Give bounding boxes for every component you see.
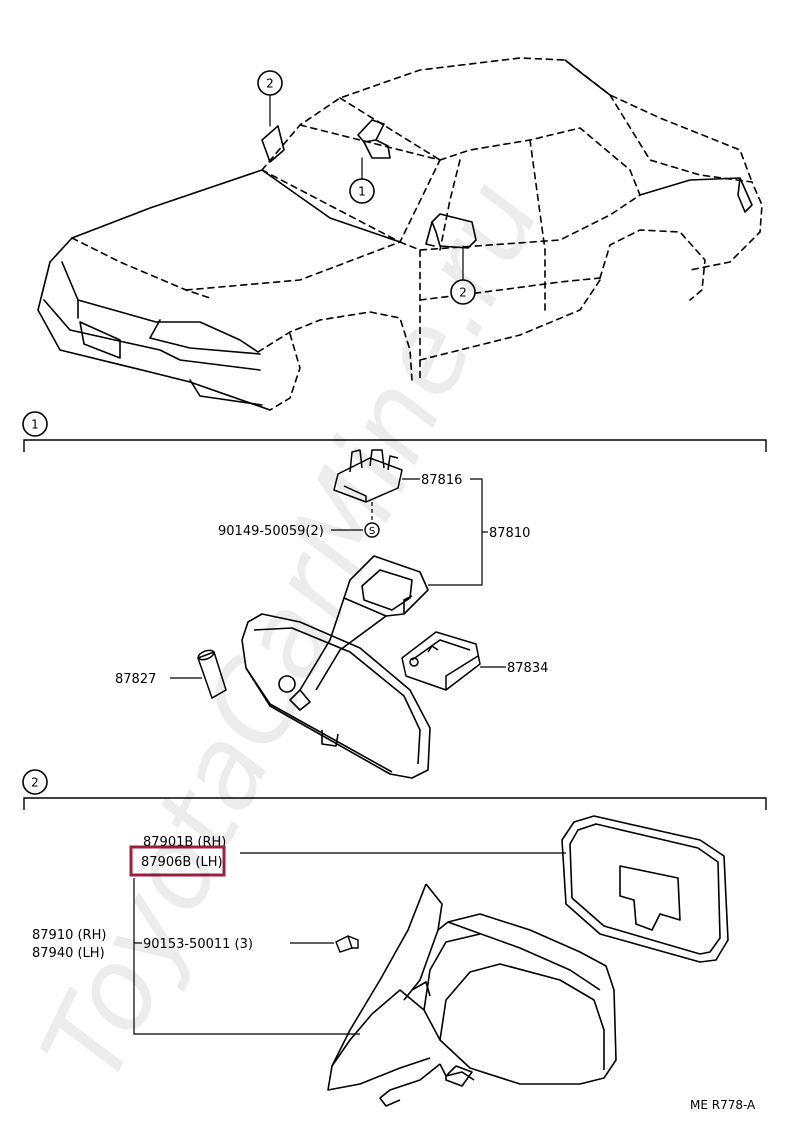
part-label-screw-2: 90153-50011 (3) xyxy=(143,937,253,952)
svg-text:2: 2 xyxy=(459,286,467,300)
reference-code: ME R778-A xyxy=(690,1098,756,1112)
cover-part xyxy=(401,631,481,691)
inner-mirror-assembly xyxy=(241,555,431,779)
callout-car-door-mirror: 2 xyxy=(450,279,476,305)
screw-90153-part xyxy=(335,935,359,953)
part-label-screw-1: 90149-50059(2) xyxy=(218,524,324,539)
svg-text:2: 2 xyxy=(31,776,39,790)
callout-car-inner-mirror: 1 xyxy=(349,178,375,204)
section-2-leaders xyxy=(133,852,566,1035)
mirror-holder-part xyxy=(333,449,403,503)
watermark: ToyotaCarMine.ru xyxy=(17,161,565,1102)
svg-text:S: S xyxy=(369,526,375,537)
callout-car-top: 2 xyxy=(257,70,283,96)
part-label-mirror-lh: 87906B (LH) xyxy=(141,855,223,870)
part-label-holder: 87816 xyxy=(421,473,462,488)
part-label-outer-mirror-lh: 87940 (LH) xyxy=(32,946,105,961)
part-label-outer-mirror-rh: 87910 (RH) xyxy=(32,928,106,943)
part-label-mirror-assembly: 87810 xyxy=(489,526,530,541)
part-label-lamp: 87827 xyxy=(115,672,156,687)
screw-symbol: S xyxy=(364,522,380,538)
section-1-header: 1 xyxy=(22,411,767,452)
outer-mirror-assembly xyxy=(327,883,617,1107)
svg-text:1: 1 xyxy=(358,185,366,199)
section-2-header: 2 xyxy=(22,769,767,810)
svg-text:2: 2 xyxy=(266,77,274,91)
highlight-box xyxy=(129,845,226,877)
mirror-glass-part xyxy=(561,815,729,963)
part-label-cover: 87834 xyxy=(507,661,548,676)
lamp-part xyxy=(197,649,227,700)
svg-text:1: 1 xyxy=(31,418,39,432)
car-illustration xyxy=(37,57,763,411)
